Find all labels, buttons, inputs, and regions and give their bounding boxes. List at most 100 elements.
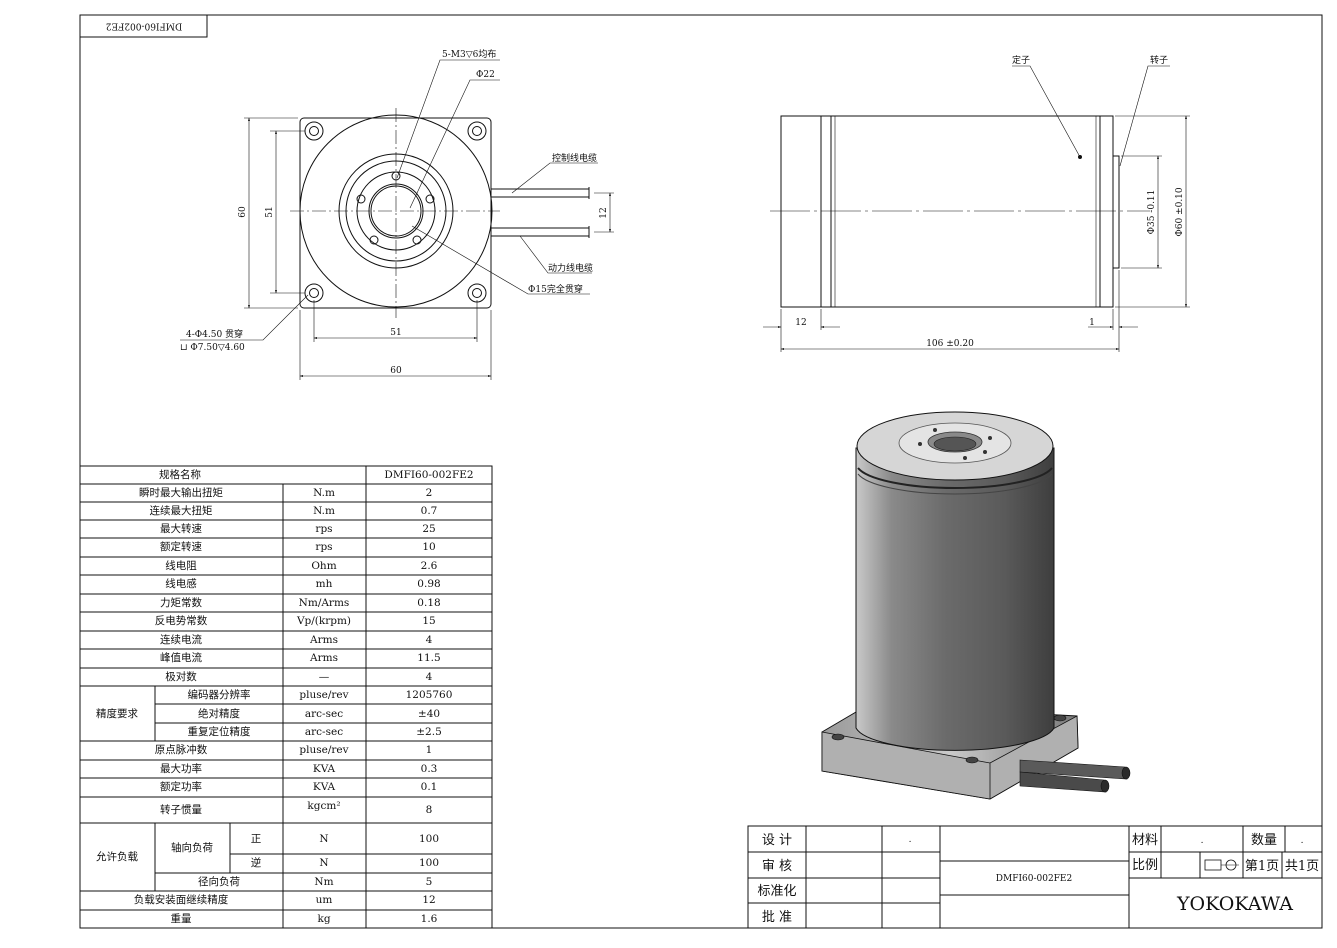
spec-precision-unit: arc-sec xyxy=(305,708,343,720)
spec-axial-value: 100 xyxy=(419,833,439,845)
spec-row-name: 瞬时最大输出扭矩 xyxy=(139,486,223,499)
spec-axial-unit: N xyxy=(319,857,328,869)
spec-row-name: 最大转速 xyxy=(160,522,202,535)
spec-row-name: 线电阻 xyxy=(165,559,197,572)
spec-row-value: 0.3 xyxy=(421,763,438,775)
spec-inertia-unit: kgcm² xyxy=(307,800,340,812)
spec-row-unit: Vp/(krpm) xyxy=(296,615,351,627)
front-view-labels: 5-M3▽6均布 Φ22 控制线电缆 动力线电缆 Φ15完全贯穿 12 60 5… xyxy=(180,48,609,376)
tb-review: 审 核 xyxy=(762,859,792,874)
dim-60-horizontal: 60 xyxy=(390,366,402,376)
rotated-code-box: DMFI60-002FE2 xyxy=(79,14,208,38)
spec-row-value: 12 xyxy=(422,894,435,906)
dim-12-front: 12 xyxy=(599,207,609,218)
spec-row-value: 4 xyxy=(426,634,433,646)
ctrl-cable-label: 控制线电缆 xyxy=(552,152,597,164)
spec-radial-name: 径向负荷 xyxy=(198,875,240,888)
tb-standard: 标准化 xyxy=(757,884,796,899)
dim-35: Φ35 -0.11 xyxy=(1147,190,1157,235)
spec-precision-name: 编码器分辨率 xyxy=(188,688,251,701)
spec-precision-name: 绝对精度 xyxy=(198,707,240,720)
dim-1-side: 1 xyxy=(1089,318,1095,328)
spec-row-value: 0.1 xyxy=(421,781,438,793)
spec-row-name: 连续最大扭矩 xyxy=(150,504,213,517)
spec-header-label: 规格名称 xyxy=(159,468,201,481)
side-view xyxy=(763,65,1190,352)
spec-precision-name: 重复定位精度 xyxy=(188,725,251,738)
spec-table xyxy=(79,465,493,929)
spec-row-name: 重量 xyxy=(171,912,192,925)
front-view xyxy=(180,59,614,380)
spec-row-unit: KVA xyxy=(313,763,336,775)
center-dia: Φ22 xyxy=(476,70,495,80)
spec-row-unit: pluse/rev xyxy=(299,744,348,756)
spec-row-value: 4 xyxy=(426,671,433,683)
spec-row-name: 力矩常数 xyxy=(160,596,202,609)
mount-note-2: ⊔ Φ7.50▽4.60 xyxy=(180,343,245,353)
tb-material: 材料 xyxy=(1132,833,1158,848)
spec-row-unit: N.m xyxy=(313,505,335,517)
spec-row-name: 最大功率 xyxy=(160,762,202,775)
spec-row-value: 2 xyxy=(426,487,433,499)
spec-precision-group: 精度要求 xyxy=(96,707,138,720)
spec-radial-unit: Nm xyxy=(314,876,333,888)
tb-page: 第1页 xyxy=(1245,859,1279,874)
spec-inertia-name: 转子惯量 xyxy=(160,803,202,816)
spec-row-value: 0.7 xyxy=(421,505,438,517)
spec-radial-value: 5 xyxy=(426,876,433,888)
spec-row-unit: Nm/Arms xyxy=(299,597,350,609)
spec-row-unit: Arms xyxy=(309,634,338,646)
spec-row-value: 11.5 xyxy=(417,652,440,664)
spec-row-name: 额定功率 xyxy=(160,780,202,793)
power-cable-label: 动力线电缆 xyxy=(548,262,593,274)
spec-row-name: 极对数 xyxy=(165,670,197,683)
dim-51-vertical: 51 xyxy=(265,206,275,217)
spec-header-value: DMFI60-002FE2 xyxy=(384,469,473,481)
side-view-labels: 定子 转子 Φ35 -0.11 Φ60 ±0.10 12 1 106 ±0.20 xyxy=(795,54,1185,349)
rotor-label: 转子 xyxy=(1150,54,1168,66)
spec-row-value: 1 xyxy=(426,744,433,756)
tb-quantity-dot: . xyxy=(1301,836,1304,846)
spec-row-name: 反电势常数 xyxy=(155,614,208,627)
spec-row-unit: mh xyxy=(316,578,333,590)
spec-row-name: 原点脉冲数 xyxy=(155,743,208,756)
tb-company: YOKOKAWA xyxy=(1176,893,1293,915)
spec-table-text: 规格名称 DMFI60-002FE2 瞬时最大输出扭矩 N.m 2 连续最大扭矩 N.m 0.… xyxy=(96,468,474,925)
spec-axial-dir: 逆 xyxy=(251,856,262,869)
tb-quantity: 数量 xyxy=(1251,833,1277,848)
tb-drawing-no: DMFI60-002FE2 xyxy=(996,874,1072,884)
spec-row-unit: rps xyxy=(315,523,332,535)
spec-row-unit: um xyxy=(316,894,333,906)
spec-precision-unit: arc-sec xyxy=(305,726,343,738)
spec-axial-label: 轴向负荷 xyxy=(171,841,213,854)
spec-precision-value: 1205760 xyxy=(406,689,453,701)
tb-approve: 批 准 xyxy=(762,910,792,925)
spec-row-name: 峰值电流 xyxy=(160,651,202,664)
dim-60-side: Φ60 ±0.10 xyxy=(1175,187,1185,237)
spec-row-value: 0.18 xyxy=(417,597,440,609)
spec-row-value: 0.98 xyxy=(417,578,440,590)
spec-row-value: 10 xyxy=(422,541,435,553)
hole-note: 5-M3▽6均布 xyxy=(442,48,496,60)
spec-row-unit: KVA xyxy=(313,781,336,793)
spec-axial-unit: N xyxy=(319,833,328,845)
spec-row-value: 25 xyxy=(422,523,435,535)
spec-row-unit: Ohm xyxy=(311,560,336,572)
tb-scale: 比例 xyxy=(1132,858,1158,873)
mount-note-1: 4-Φ4.50 贯穿 xyxy=(186,328,243,340)
tb-total: 共1页 xyxy=(1285,859,1319,874)
spec-load-group: 允许负载 xyxy=(96,850,138,863)
spec-precision-value: ±40 xyxy=(418,708,440,720)
spec-row-name: 连续电流 xyxy=(160,633,202,646)
spec-row-unit: N.m xyxy=(313,487,335,499)
tb-design-dot: . xyxy=(909,835,912,845)
motor-3d-render xyxy=(821,411,1131,800)
spec-row-unit: rps xyxy=(315,541,332,553)
drawing-frame xyxy=(79,14,1323,929)
dim-12-side: 12 xyxy=(795,318,806,328)
spec-precision-unit: pluse/rev xyxy=(299,689,348,701)
spec-precision-value: ±2.5 xyxy=(416,726,442,738)
bore-note: Φ15完全贯穿 xyxy=(528,283,583,295)
tb-material-dot: . xyxy=(1201,836,1204,846)
